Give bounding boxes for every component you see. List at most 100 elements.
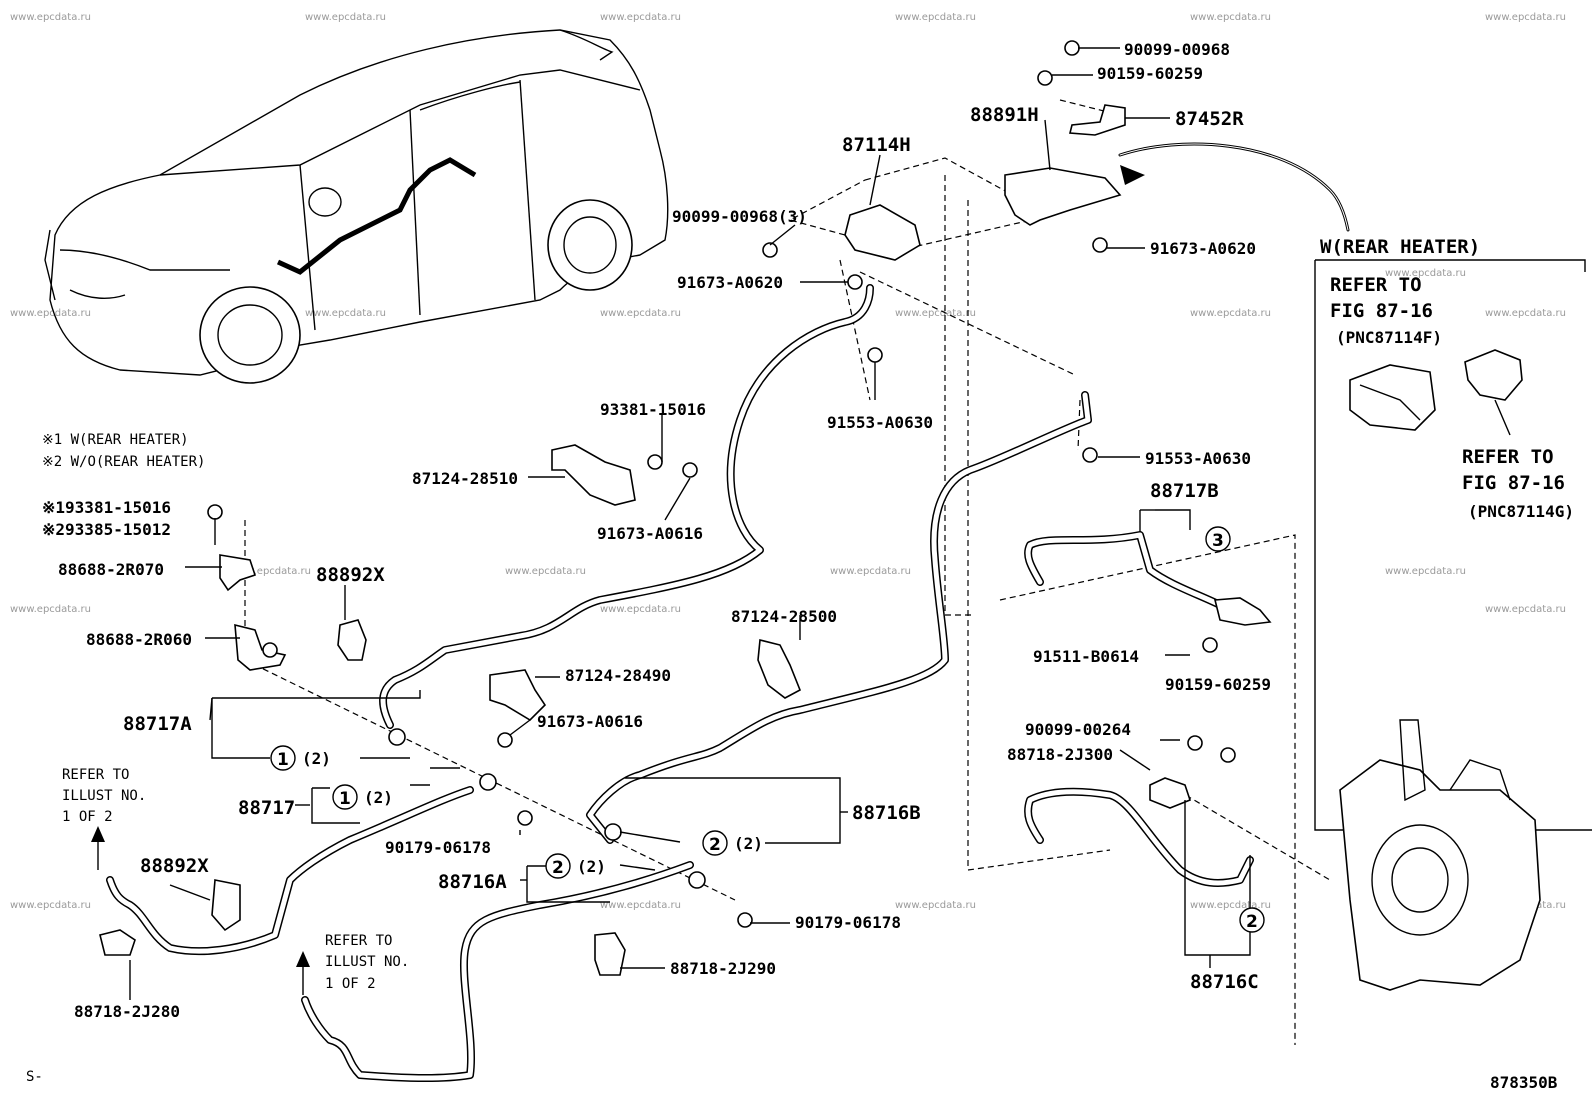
legend-notes: ※1 W(REAR HEATER) ※2 W/O(REAR HEATER) [42, 432, 205, 470]
bolt-icon [497, 732, 513, 748]
watermark: www.epcdata.ru [1385, 268, 1466, 279]
part-label: 88717B [1150, 480, 1219, 502]
watermark: www.epcdata.ru [895, 12, 976, 23]
part-label: 87452R [1175, 108, 1244, 130]
watermark: www.epcdata.ru [10, 604, 91, 615]
bolt-icon [762, 242, 778, 258]
part-label: 88718-2J300 [1007, 745, 1113, 764]
refer-fig-a-line3: (PNC87114F) [1336, 328, 1442, 347]
note-rear-heater: ※1 W(REAR HEATER) [42, 432, 189, 448]
refer-fig-b-line3: (PNC87114G) [1468, 502, 1574, 521]
refer-illust-b-line3: 1 OF 2 [325, 976, 376, 992]
illustration-number: 878350B [1490, 1073, 1558, 1092]
part-label: 88688-2R060 [86, 630, 192, 649]
part-label: 88717A [123, 713, 192, 735]
part-label: 91673-A0616 [597, 524, 703, 543]
watermark: www.epcdata.ru [1485, 308, 1566, 319]
small-parts [99, 40, 1272, 976]
callout-circles: 1 1 2 2 2 3 [270, 526, 1265, 933]
bolt-icon [1220, 747, 1236, 763]
qty-label: (2) [577, 857, 606, 876]
clamp-88892x-b-icon [211, 879, 241, 932]
nut-icon [517, 810, 533, 826]
watermark: www.epcdata.ru [1190, 308, 1271, 319]
part-label: 90099-00968(3) [672, 207, 807, 226]
watermark: www.epcdata.ru [600, 12, 681, 23]
qty-label: (2) [734, 834, 763, 853]
part-label: 91553-A0630 [827, 413, 933, 432]
fitting-icon [688, 871, 706, 889]
refer-illust: REFER TO ILLUST NO. 1 OF 2 REFER TO ILLU… [62, 767, 409, 992]
part-label: 91553-A0630 [1145, 449, 1251, 468]
clamp-88718-2j280-icon [99, 929, 136, 956]
part-label: ※193381-15016 [42, 498, 171, 517]
watermark: www.epcdata.ru [305, 12, 386, 23]
refer-fig-b-line2: FIG 87-16 [1462, 472, 1565, 494]
bracket-88717b-icon [1213, 597, 1272, 626]
refer-arrows [91, 826, 310, 995]
leader-lines [129, 47, 1251, 1000]
part-label: 90159-60259 [1097, 64, 1203, 83]
clamp-87124-28490-icon [489, 669, 547, 722]
part-label: ※293385-15012 [42, 520, 171, 539]
note-no-rear-heater: ※2 W/O(REAR HEATER) [42, 454, 205, 470]
bolt-icon [1187, 735, 1203, 751]
part-label: 90099-00264 [1025, 720, 1131, 739]
wheel-rear-icon [547, 199, 633, 291]
bolt-icon [1037, 70, 1053, 86]
bolt-icon [1092, 237, 1108, 253]
bracket-88688-2r060-icon [234, 623, 287, 671]
refer-illust-a-line1: REFER TO [62, 767, 129, 783]
watermark: www.epcdata.ru [505, 566, 586, 577]
bolt-icon [1202, 637, 1218, 653]
part-label: 87124-28490 [565, 666, 671, 685]
watermark: www.epcdata.ru [600, 900, 681, 911]
bolt-icon [262, 642, 278, 658]
callout-2: 2 [1246, 912, 1258, 932]
watermark: www.epcdata.ru [600, 308, 681, 319]
bolt-icon [847, 274, 863, 290]
rear-heater-section: W(REAR HEATER) REFER TO FIG 87-16 (PNC87… [1314, 236, 1592, 991]
bolt-icon [867, 347, 883, 363]
refer-illust-b-line2: ILLUST NO. [325, 954, 409, 970]
watermark: www.epcdata.ru [305, 308, 386, 319]
callout-1: 1 [339, 789, 351, 809]
watermark: www.epcdata.ru [895, 900, 976, 911]
watermark: www.epcdata.ru [1485, 604, 1566, 615]
variant-heading: W(REAR HEATER) [1320, 236, 1480, 258]
vehicle-illustration [44, 29, 669, 384]
watermark: www.epcdata.ru [10, 308, 91, 319]
part-label: 93381-15016 [600, 400, 706, 419]
clamp-88718-2j300-icon [1149, 777, 1191, 809]
watermark: www.epcdata.ru [895, 308, 976, 319]
part-label: 88716B [852, 802, 921, 824]
part-label: 90179-06178 [795, 913, 901, 932]
clamp-87452r-icon [1068, 104, 1126, 136]
qty-label: (2) [302, 749, 331, 768]
clamp-88688-2r070-icon [219, 554, 257, 592]
bolt-icon [1082, 447, 1098, 463]
part-label: 90179-06178 [385, 838, 491, 857]
clamp-87124-28510-icon [551, 444, 636, 506]
bolt-icon [207, 504, 223, 520]
qty-label: (2) [364, 788, 393, 807]
part-label: 88718-2J280 [74, 1002, 180, 1021]
fitting-icon [388, 728, 406, 746]
part-label: 91511-B0614 [1033, 647, 1139, 666]
part-label: 90159-60259 [1165, 675, 1271, 694]
part-label: 88718-2J290 [670, 959, 776, 978]
watermark: www.epcdata.ru [10, 900, 91, 911]
clamp-88892x-a-icon [337, 619, 367, 661]
fitting-icon [604, 823, 622, 841]
callout-2: 2 [552, 858, 564, 878]
callout-2: 2 [709, 835, 721, 855]
part-label: 88892X [316, 564, 385, 586]
quantity-labels: (2) (2) (2) (2) [302, 749, 763, 876]
pipe-routing-highlight [276, 157, 477, 275]
part-label: 88716A [438, 871, 507, 893]
part-labels: 90099-00968 90159-60259 88891H 87452R 87… [42, 40, 1271, 1021]
refer-fig-a-line2: FIG 87-16 [1330, 300, 1433, 322]
refer-fig-a-line1: REFER TO [1330, 274, 1422, 296]
pipes [106, 142, 1350, 1083]
part-label: 87124-28500 [731, 607, 837, 626]
